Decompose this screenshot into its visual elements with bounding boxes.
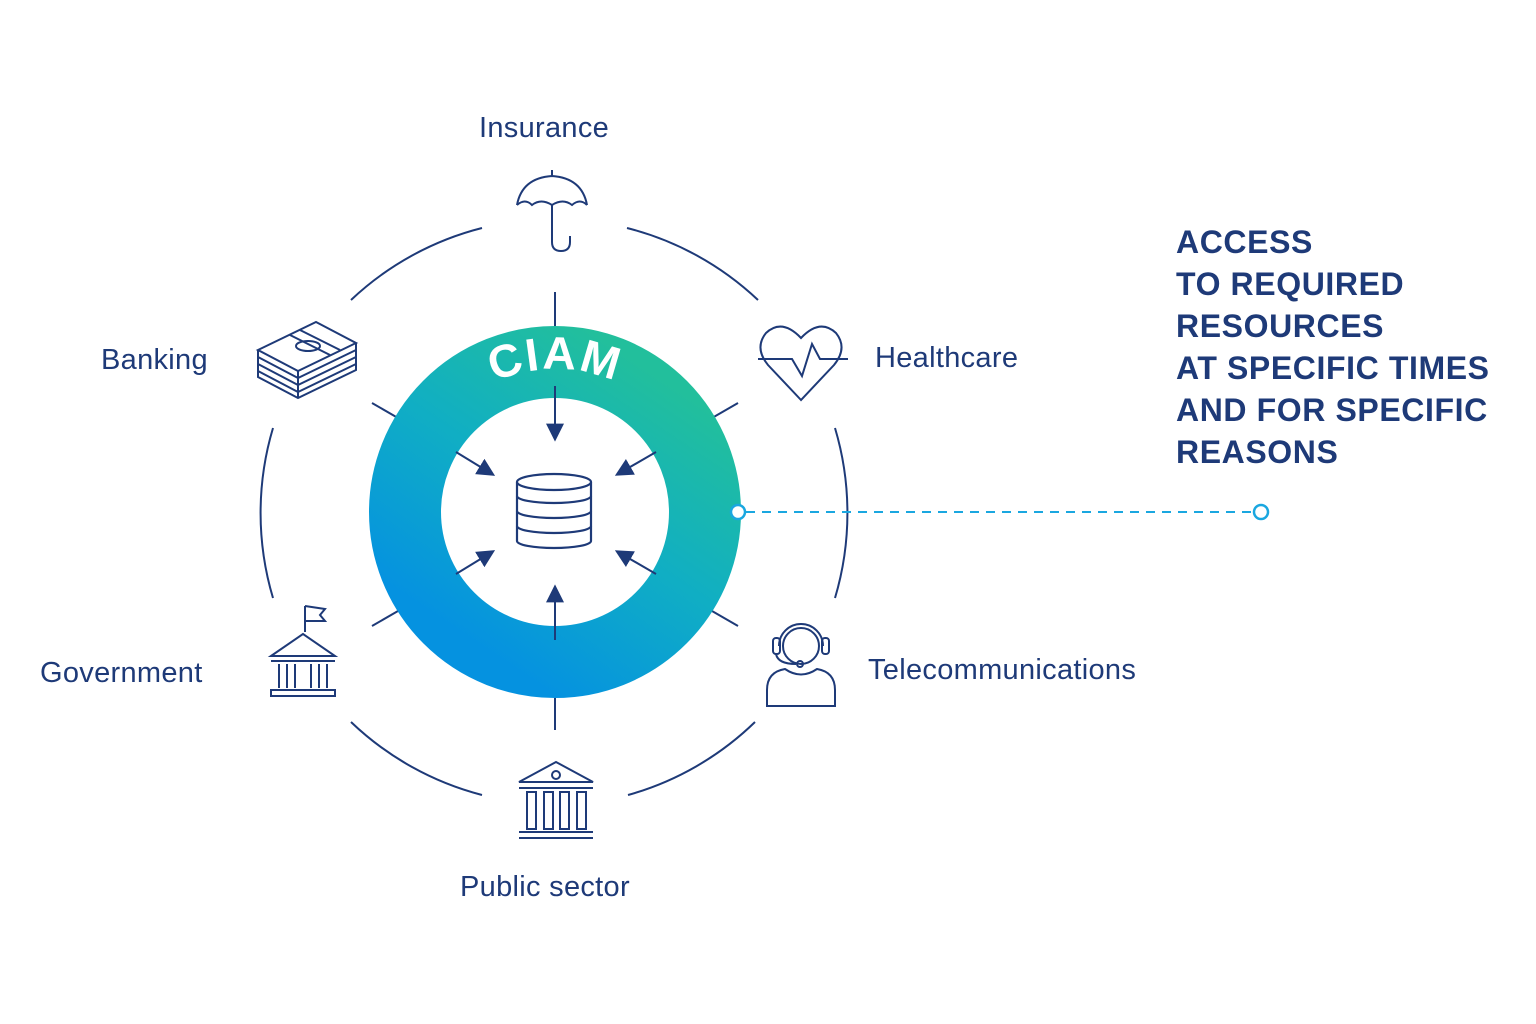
access-headline: ACCESS TO REQUIRED RESOURCES AT SPECIFIC… (1176, 221, 1490, 473)
heart-pulse-icon (758, 325, 848, 402)
sector-label-banking: Banking (101, 344, 208, 376)
headline-line: AT SPECIFIC TIMES (1176, 350, 1490, 386)
inflow-arrows (455, 386, 657, 640)
headline-line: TO REQUIRED (1176, 266, 1405, 302)
money-stack-icon (255, 320, 359, 400)
outer-ring-arc-1 (626, 227, 759, 301)
outer-ring-arc-6 (350, 227, 483, 301)
spoke-ticks (371, 402, 739, 627)
outer-ring-arc-5 (259, 427, 274, 599)
outer-ring-arc-3 (627, 721, 756, 796)
headline-line: ACCESS (1176, 224, 1313, 260)
ciam-ring (369, 326, 741, 698)
headline-line: REASONS (1176, 434, 1339, 470)
government-building-flag-icon (267, 605, 339, 697)
sector-label-insurance: Insurance (479, 112, 610, 144)
headline-line: RESOURCES (1176, 308, 1385, 344)
arrow-lower-left (455, 550, 496, 575)
headline-line: AND FOR SPECIFIC (1176, 392, 1488, 428)
outer-ring (259, 227, 849, 796)
sector-label-healthcare: Healthcare (875, 342, 1019, 374)
database-icon (515, 472, 593, 550)
umbrella-icon (516, 170, 588, 253)
headset-agent-icon (766, 623, 836, 707)
sector-label-telecommunications: Telecommunications (868, 654, 1137, 686)
headline-connector (729, 503, 1270, 521)
outer-ring-arc-4 (350, 721, 483, 796)
sector-label-government: Government (40, 657, 203, 689)
arrow-lower-right (614, 550, 657, 575)
sector-label-public-sector: Public sector (460, 871, 630, 903)
arrow-upper-right (614, 451, 657, 476)
institution-building-icon (518, 760, 594, 839)
arrow-upper-left (455, 451, 496, 476)
